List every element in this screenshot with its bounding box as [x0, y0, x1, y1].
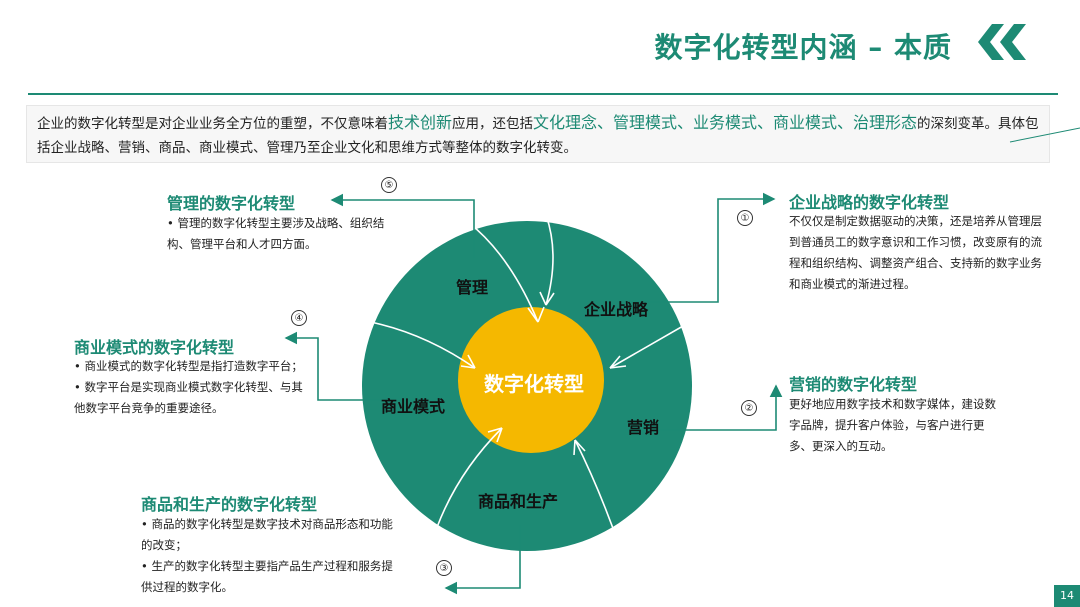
callout-business-model-bullet-2: • 数字平台是实现商业模式数字化转型、与其他数字平台竞争的重要途径。 — [74, 380, 303, 415]
connector-product — [444, 525, 521, 595]
segment-marketing: 营销 — [627, 418, 660, 437]
double-chevron-left-icon — [978, 24, 1026, 60]
callout-product-bullet-2: • 生产的数字化转型主要指产品生产过程和服务提供过程的数字化。 — [141, 559, 393, 594]
callout-strategy-body: 不仅仅是制定数据驱动的决策，还是培养从管理层到普通员工的数字意识和工作习惯，改变… — [789, 214, 1042, 291]
callout-marketing-body: 更好地应用数字技术和数字媒体，建设数字品牌，提升客户体验，与客户进行更多、更深入… — [789, 397, 996, 453]
connector-management — [330, 193, 475, 258]
separator-arrow-2 — [532, 195, 554, 306]
callout-marketing-title: 营销的数字化转型 — [789, 375, 918, 394]
intro-text-2: 应用，还包括 — [452, 116, 534, 132]
center-label: 数字化转型 — [484, 372, 584, 396]
connector-strategy — [630, 192, 776, 303]
callout-business-model-title: 商业模式的数字化转型 — [74, 338, 235, 357]
callout-strategy-title: 企业战略的数字化转型 — [789, 193, 950, 212]
intro-text-3: 的深刻变革。具体包括企业战略、营销、商品、商业模式、管理乃至企业文化和思维方式等… — [37, 116, 1039, 156]
segment-product: 商品和生产 — [478, 492, 559, 511]
separator-arrow-3 — [609, 321, 691, 369]
page-number: 14 — [1054, 585, 1080, 607]
callout-number-3: ③ — [436, 560, 452, 576]
callout-number-4: ④ — [291, 310, 307, 326]
intro-highlight-aspects: 文化理念、管理模式、业务模式、商业模式、治理形态 — [533, 113, 918, 132]
callout-product-bullet-1: • 商品的数字化转型是数字技术对商品形态和功能的改变； — [141, 517, 393, 552]
intro-highlight-tech: 技术创新 — [388, 113, 453, 132]
separator-arrow-6 — [359, 319, 476, 369]
header-divider — [28, 93, 1058, 95]
callout-management-bullet-1: • 管理的数字化转型主要涉及战略、组织结构、管理平台和人才四方面。 — [167, 216, 385, 251]
separator-arrow-5 — [429, 427, 503, 549]
connector-marketing — [648, 384, 783, 431]
callout-product-title: 商品和生产的数字化转型 — [141, 495, 318, 514]
segment-management: 管理 — [456, 278, 489, 297]
intro-text-1: 企业的数字化转型是对企业业务全方位的重塑，不仅意味着 — [37, 116, 388, 132]
callout-product-body: • 商品的数字化转型是数字技术对商品形态和功能的改变； • 生产的数字化转型主要… — [141, 514, 403, 598]
callout-management-title: 管理的数字化转型 — [167, 194, 296, 213]
separator-arrow-4 — [574, 439, 621, 549]
callout-management-body: • 管理的数字化转型主要涉及战略、组织结构、管理平台和人才四方面。 — [167, 213, 389, 255]
callout-business-model-bullet-1: • 商业模式的数字化转型是指打造数字平台； — [74, 359, 303, 373]
intro-paragraph: 企业的数字化转型是对企业业务全方位的重塑，不仅意味着技术创新应用，还包括文化理念… — [26, 105, 1050, 163]
connector-business-model — [284, 331, 420, 401]
segment-business-model: 商业模式 — [381, 397, 446, 416]
callout-business-model-body: • 商业模式的数字化转型是指打造数字平台； • 数字平台是实现商业模式数字化转型… — [74, 356, 306, 419]
page-title: 数字化转型内涵 – 本质 — [654, 31, 952, 64]
callout-number-5: ⑤ — [381, 177, 397, 193]
segment-strategy: 企业战略 — [584, 300, 649, 319]
callout-number-2: ② — [741, 400, 757, 416]
callout-number-1: ① — [737, 210, 753, 226]
separator-arrow-1 — [467, 221, 539, 323]
core-circle — [458, 307, 604, 453]
